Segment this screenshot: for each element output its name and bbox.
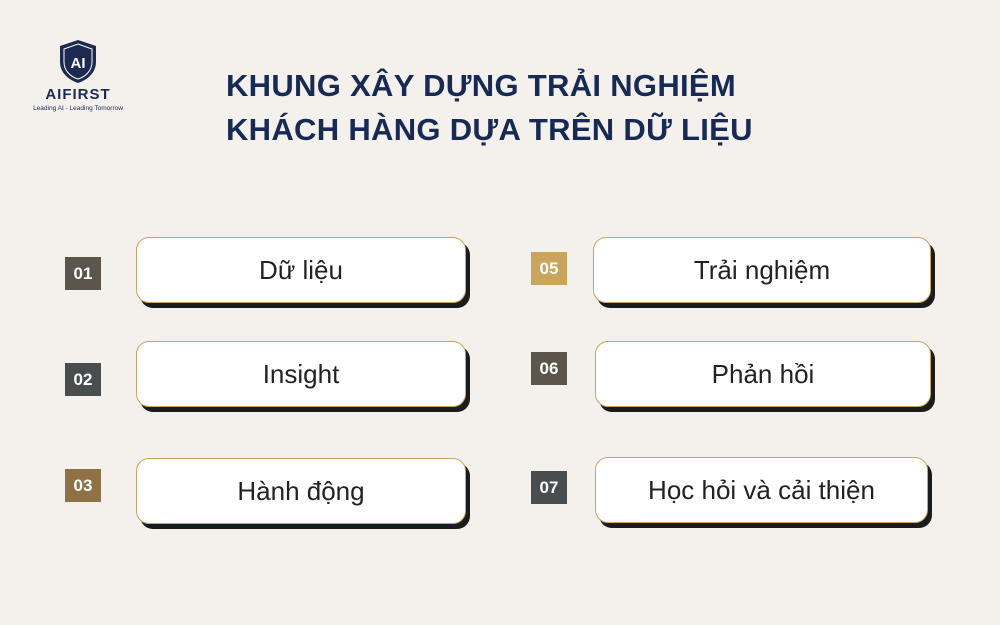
title-line-1: KHUNG XÂY DỰNG TRẢI NGHIỆM xyxy=(226,68,737,103)
step-badge-03: 03 xyxy=(65,469,101,502)
brand-tagline: Leading AI - Leading Tomorrow xyxy=(33,105,123,112)
step-card-07: Học hỏi và cải thiện xyxy=(595,457,928,523)
step-badge-01: 01 xyxy=(65,257,101,290)
step-card-03: Hành động xyxy=(136,458,466,524)
step-card-01: Dữ liệu xyxy=(136,237,466,303)
page-title: KHUNG XÂY DỰNG TRẢI NGHIỆM KHÁCH HÀNG DỰ… xyxy=(226,64,753,152)
step-badge-02: 02 xyxy=(65,363,101,396)
brand-mark: AI xyxy=(71,55,86,72)
step-badge-06: 06 xyxy=(531,352,567,385)
brand-name: AIFIRST xyxy=(45,86,111,103)
step-badge-07: 07 xyxy=(531,471,567,504)
step-badge-05: 05 xyxy=(531,252,567,285)
step-card-02: Insight xyxy=(136,341,466,407)
step-card-05: Trải nghiệm xyxy=(593,237,931,303)
title-line-2: KHÁCH HÀNG DỰA TRÊN DỮ LIỆU xyxy=(226,112,753,147)
shield-logo-icon: AI xyxy=(60,40,96,83)
step-card-06: Phản hồi xyxy=(595,341,931,407)
brand-logo: AI AIFIRST Leading AI - Leading Tomorrow xyxy=(28,38,128,112)
